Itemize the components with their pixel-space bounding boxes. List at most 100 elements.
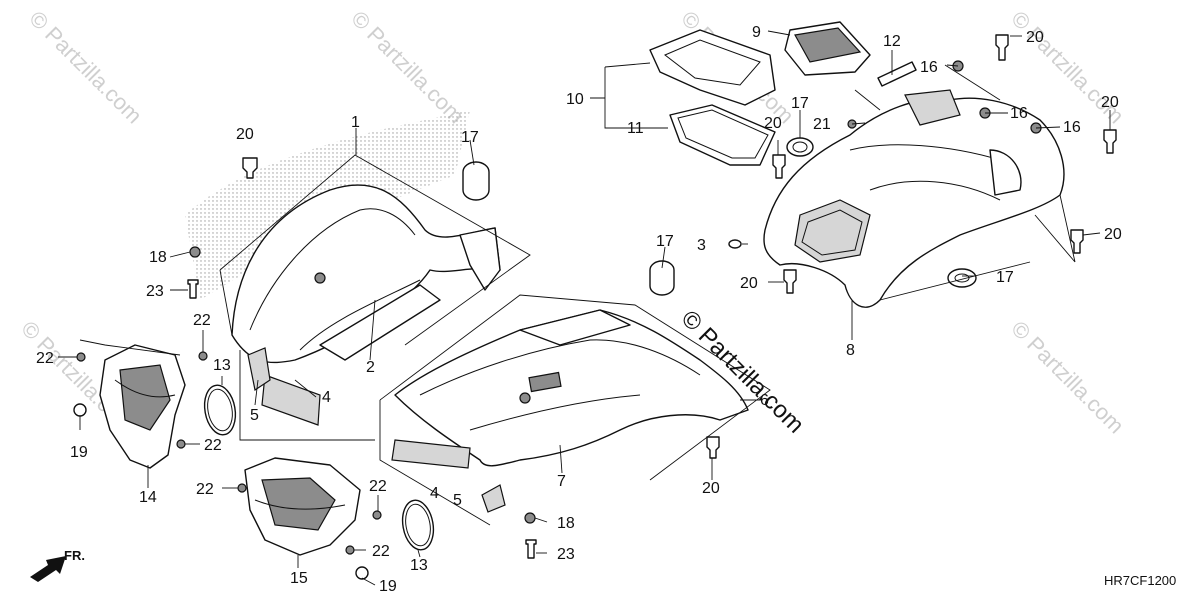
callout-4-b: 4 xyxy=(430,485,439,502)
front-label: FR. xyxy=(64,548,85,563)
bolt-20-c xyxy=(1103,129,1117,154)
callout-19-a: 19 xyxy=(70,444,88,461)
part-side-cover-right xyxy=(244,457,361,556)
callout-22-f: 22 xyxy=(372,543,390,560)
callout-19-b: 19 xyxy=(379,578,397,595)
part-front-fender-lower xyxy=(394,309,749,467)
part-13-ring-right xyxy=(401,499,435,551)
callout-21: 21 xyxy=(813,116,831,133)
callout-22-a: 22 xyxy=(36,350,54,367)
callout-12: 12 xyxy=(883,33,901,50)
callout-17-c: 17 xyxy=(791,95,809,112)
screw-22-c xyxy=(176,439,186,449)
callout-22-e: 22 xyxy=(369,478,387,495)
rear-fender-storage xyxy=(794,199,871,263)
part-13-ring-left xyxy=(203,384,237,436)
callout-20-e: 20 xyxy=(764,115,782,132)
callout-15: 15 xyxy=(290,570,308,587)
bolt-20-g xyxy=(706,436,720,459)
callout-22-c: 22 xyxy=(204,437,222,454)
callout-3: 3 xyxy=(697,237,706,254)
leader-lines xyxy=(58,30,1111,586)
callout-20-d: 20 xyxy=(1104,226,1122,243)
bolt-20-b xyxy=(995,34,1009,61)
callout-16-a: 16 xyxy=(920,59,938,76)
grommet-17-a xyxy=(462,161,490,201)
callout-13-a: 13 xyxy=(213,357,231,374)
callout-5-b: 5 xyxy=(453,492,462,509)
nut-18-a xyxy=(189,246,201,258)
callout-23-b: 23 xyxy=(557,546,575,563)
bolt-19-b xyxy=(355,566,369,580)
callout-labels: 1 2 3 4 4 5 5 6 7 8 9 10 11 12 13 13 14 … xyxy=(36,24,1122,595)
screw-22-d xyxy=(237,483,247,493)
label-plate xyxy=(528,371,562,393)
grommet-17-c xyxy=(786,137,814,157)
callout-4-a: 4 xyxy=(322,389,331,406)
callout-22-b: 22 xyxy=(193,312,211,329)
callout-13-b: 13 xyxy=(410,557,428,574)
screw-22-b xyxy=(198,351,208,361)
part-12-clip xyxy=(877,61,917,87)
screw-23-b xyxy=(525,539,537,559)
bolt-20-f xyxy=(783,269,797,294)
grommet-17-d xyxy=(947,268,977,288)
callout-20-g: 20 xyxy=(702,480,720,497)
mount-hole xyxy=(519,392,531,404)
screw-22-a xyxy=(76,352,86,362)
grommets-17 xyxy=(462,137,977,296)
screw-23-a xyxy=(187,279,199,299)
fender-bracket xyxy=(319,284,441,361)
callout-5-a: 5 xyxy=(250,407,259,424)
callout-18-a: 18 xyxy=(149,249,167,266)
part-4-strip-right xyxy=(391,439,471,469)
part-4-strip-left xyxy=(261,374,321,426)
bolt-20-d xyxy=(1070,229,1084,254)
bolt-20-e xyxy=(772,154,786,179)
callout-17-a: 17 xyxy=(461,129,479,146)
grommet-mark xyxy=(314,272,326,284)
callout-18-b: 18 xyxy=(557,515,575,532)
callout-20-b: 20 xyxy=(1026,29,1044,46)
callout-14: 14 xyxy=(139,489,157,506)
callout-23-a: 23 xyxy=(146,283,164,300)
screw-22-f xyxy=(345,545,355,555)
callout-1: 1 xyxy=(351,114,360,131)
clip-3 xyxy=(728,239,742,249)
fasteners xyxy=(73,34,1117,580)
bolt-19-a xyxy=(73,403,87,417)
arrow-icon xyxy=(30,556,66,582)
diagram-code: HR7CF1200 xyxy=(1104,573,1176,588)
callout-17-b: 17 xyxy=(656,233,674,250)
box-part-1 xyxy=(219,154,531,346)
part-10-lid xyxy=(649,29,776,106)
screw-22-e xyxy=(372,510,382,520)
front-direction-arrow: FR. xyxy=(30,548,85,582)
callout-17-d: 17 xyxy=(996,269,1014,286)
callout-20-a: 20 xyxy=(236,126,254,143)
part-5-pad-left xyxy=(247,347,271,391)
part-side-cover-left xyxy=(99,344,186,469)
watermark-2: © Partzilla.com xyxy=(346,6,469,129)
bolt-20-a xyxy=(242,157,258,179)
callout-11: 11 xyxy=(627,120,644,137)
callout-7: 7 xyxy=(557,473,566,490)
callout-20-c: 20 xyxy=(1101,94,1119,111)
callout-9: 9 xyxy=(752,24,761,41)
watermark-1: © Partzilla.com xyxy=(24,6,147,129)
callout-20-f: 20 xyxy=(740,275,758,292)
callout-10: 10 xyxy=(566,91,584,108)
part-front-fender-upper xyxy=(231,184,501,364)
callout-8: 8 xyxy=(846,342,855,359)
rear-fender-shell xyxy=(763,97,1065,308)
callout-2: 2 xyxy=(366,359,375,376)
callout-6: 6 xyxy=(760,392,769,409)
part-rear-fender xyxy=(763,89,1065,308)
callout-16-b: 16 xyxy=(1010,105,1028,122)
watermark-6: © Partzilla.com xyxy=(1006,316,1129,439)
box-part-7 xyxy=(379,294,771,481)
part-5-pad-right xyxy=(481,484,506,513)
grommet-17-b xyxy=(649,260,675,296)
callout-16-c: 16 xyxy=(1063,119,1081,136)
